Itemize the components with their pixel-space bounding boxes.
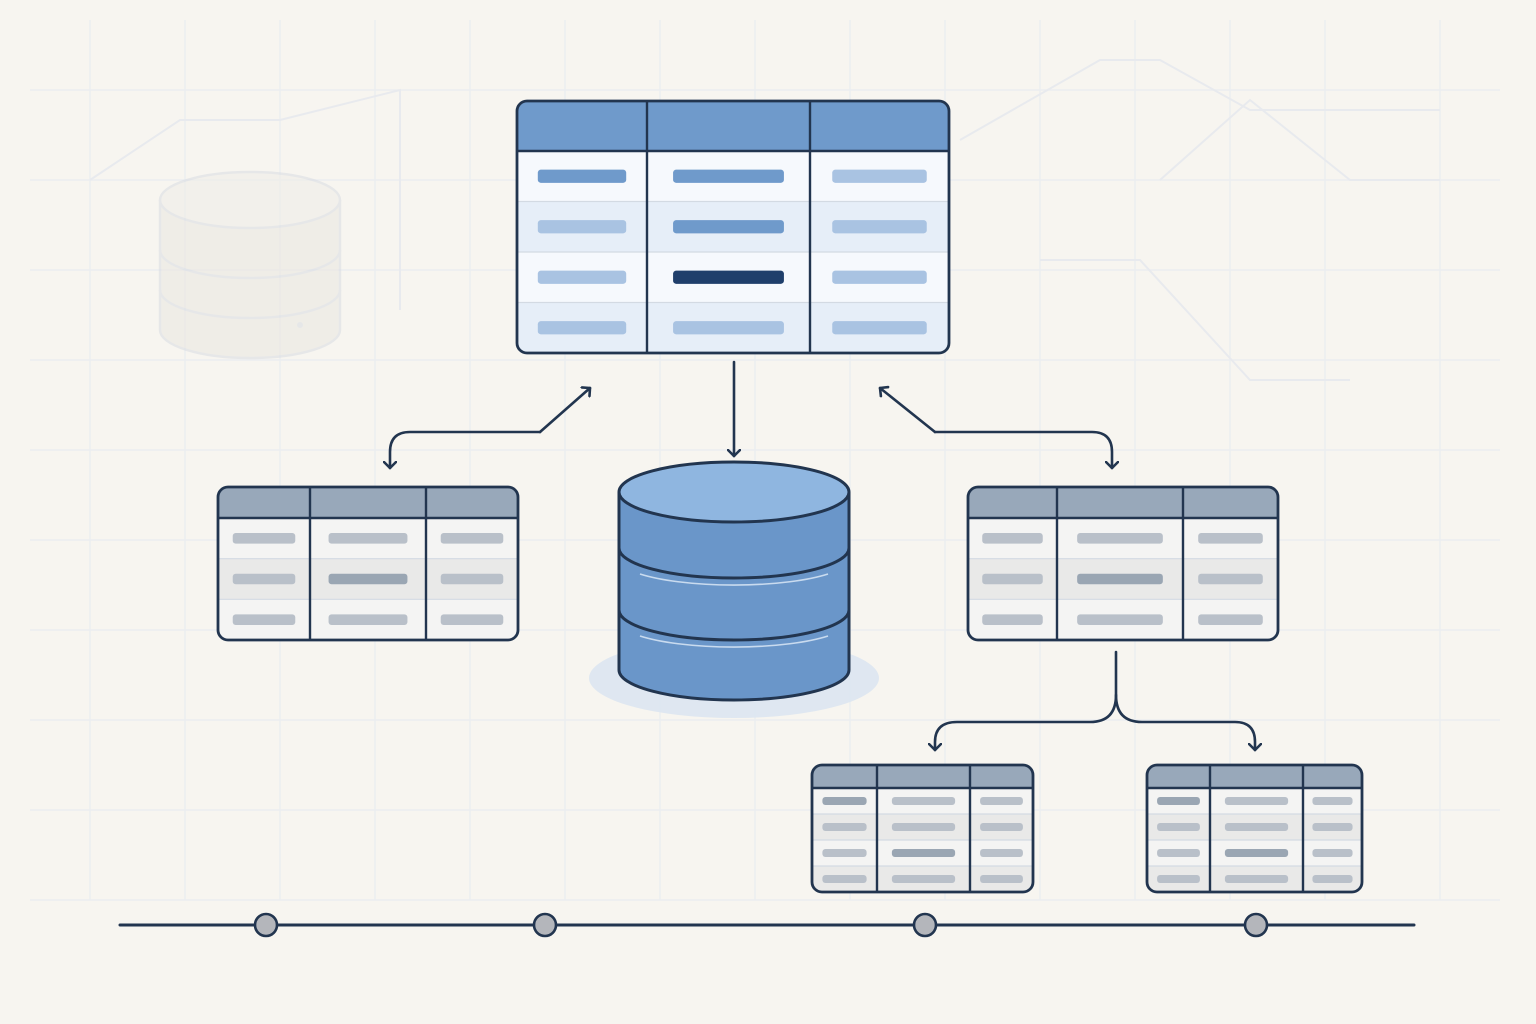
left-table <box>216 485 520 642</box>
table-cell-placeholder <box>832 321 927 335</box>
table-cell-placeholder <box>673 169 784 183</box>
table-header <box>968 487 1278 518</box>
table-cell-placeholder <box>328 573 408 585</box>
table-cell-placeholder <box>822 875 867 883</box>
table-cell-placeholder <box>1198 533 1263 544</box>
table-cell-placeholder <box>537 169 627 183</box>
table-cell-placeholder <box>822 797 867 805</box>
table-cell-placeholder <box>1224 875 1289 883</box>
table-cell-placeholder <box>537 270 627 284</box>
table-cell-placeholder <box>1198 614 1263 625</box>
table-cell-placeholder <box>980 823 1023 831</box>
background-trend-line <box>1040 259 1350 381</box>
table-cell-placeholder <box>440 533 504 544</box>
table-cell-placeholder <box>1157 823 1200 831</box>
table-header <box>1147 765 1362 788</box>
table-cell-placeholder <box>440 614 504 625</box>
table-cell-placeholder <box>1312 823 1353 831</box>
table-cell-placeholder <box>1312 875 1353 883</box>
table-cell-placeholder <box>1077 533 1163 544</box>
arrow-to-right-table <box>933 430 1112 470</box>
table-cell-placeholder <box>328 614 408 625</box>
table-cell-placeholder <box>891 875 956 883</box>
table-cell-placeholder <box>1077 614 1163 625</box>
right-table <box>966 485 1280 642</box>
central-database-icon <box>589 460 879 718</box>
branch-stem <box>935 650 1118 752</box>
arrow-to-central-table-right <box>878 388 937 434</box>
table-cell-placeholder <box>980 875 1023 883</box>
bottom-right-table <box>1145 763 1364 894</box>
table-cell-placeholder <box>1224 849 1289 857</box>
background-trend-line <box>1159 98 1440 181</box>
table-cell-placeholder <box>891 797 956 805</box>
table-header <box>517 101 949 151</box>
central-table <box>515 99 951 355</box>
table-border <box>966 485 1280 642</box>
table-cell-placeholder <box>822 849 867 857</box>
table-cell-placeholder <box>673 321 784 335</box>
faded-database-icon <box>158 170 342 360</box>
timeline-node <box>253 912 279 938</box>
table-cell-placeholder <box>1198 573 1263 585</box>
timeline-node <box>1243 912 1269 938</box>
table-cell-placeholder <box>832 169 927 183</box>
connectors <box>390 360 1255 752</box>
background-trend-line <box>959 59 1440 141</box>
bottom-left-table <box>810 763 1035 894</box>
timeline-node <box>532 912 558 938</box>
timeline-node <box>912 912 938 938</box>
table-cell-placeholder <box>982 573 1043 585</box>
table-cell-placeholder <box>891 849 956 857</box>
table-cell-placeholder <box>832 220 927 234</box>
table-cell-placeholder <box>980 849 1023 857</box>
table-cell-placeholder <box>1157 849 1200 857</box>
table-cell-placeholder <box>1157 797 1200 805</box>
background-trend-lines <box>89 59 1440 381</box>
table-cell-placeholder <box>982 533 1043 544</box>
table-header <box>812 765 1033 788</box>
table-cell-placeholder <box>232 573 296 585</box>
table-cell-placeholder <box>440 573 504 585</box>
table-cell-placeholder <box>328 533 408 544</box>
branch-right <box>1114 693 1255 752</box>
background-trend-line <box>89 88 401 310</box>
table-cell-placeholder <box>832 270 927 284</box>
table-cell-placeholder <box>232 533 296 544</box>
table-cell-placeholder <box>1312 849 1353 857</box>
arrow-to-central-table-left <box>538 388 592 434</box>
table-header <box>218 487 518 518</box>
table-cell-placeholder <box>673 220 784 234</box>
table-border <box>1145 763 1364 894</box>
table-cell-placeholder <box>1077 573 1163 585</box>
table-border <box>810 763 1035 894</box>
timeline <box>118 912 1416 938</box>
table-cell-placeholder <box>1224 797 1289 805</box>
arrow-to-left-table <box>390 430 542 470</box>
table-cell-placeholder <box>822 823 867 831</box>
table-cell-placeholder <box>537 321 627 335</box>
table-cell-placeholder <box>1157 875 1200 883</box>
table-border <box>216 485 520 642</box>
table-cell-placeholder <box>982 614 1043 625</box>
table-cell-placeholder <box>891 823 956 831</box>
table-cell-placeholder <box>537 220 627 234</box>
table-border <box>515 99 951 355</box>
table-cell-placeholder <box>1312 797 1353 805</box>
table-cell-placeholder <box>980 797 1023 805</box>
table-cell-placeholder <box>673 270 784 284</box>
table-cell-placeholder <box>1224 823 1289 831</box>
table-cell-placeholder <box>232 614 296 625</box>
tables-layer <box>216 99 1364 894</box>
